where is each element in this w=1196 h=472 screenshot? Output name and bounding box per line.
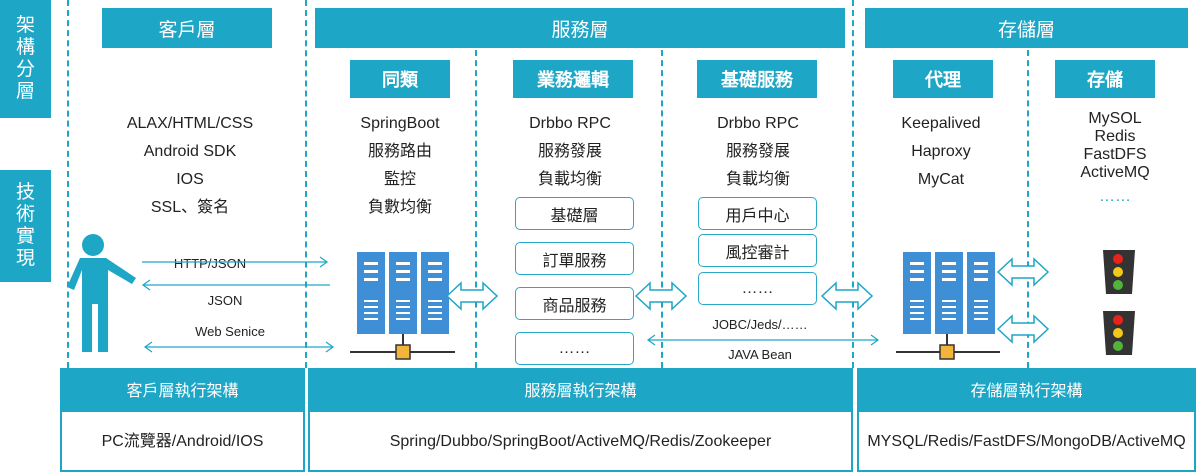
subheader-store: 存儲 <box>1055 60 1155 98</box>
header-service: 服務層 <box>315 8 845 48</box>
tech-item: SSL、簽名 <box>150 199 230 216</box>
traffic-light-icon <box>1103 311 1135 355</box>
footer-service-value: Spring/Dubbo/SpringBoot/ActiveMQ/Redis/Z… <box>308 410 853 472</box>
tech-item: 服務發展 <box>537 143 602 160</box>
tech-item: Android SDK <box>143 143 237 160</box>
tech-item: 負數均衡 <box>367 199 432 216</box>
base-tech-list: Drbbo RPC 服務發展 負載均衡 <box>678 110 838 194</box>
traffic-light-icon <box>1103 250 1135 294</box>
header-client: 客戶層 <box>102 8 272 48</box>
proxy-tech-list: Keepalived Haproxy MyCat <box>866 110 1016 194</box>
tech-item: 負載均衡 <box>537 171 602 188</box>
tech-item: ALAX/HTML/CSS <box>126 115 254 132</box>
tech-item: MyCat <box>917 171 965 188</box>
divider-line <box>305 0 307 368</box>
tech-item: 監控 <box>383 171 416 188</box>
footer-storage-value: MYSQL/Redis/FastDFS/MongoDB/ActiveMQ <box>857 410 1196 472</box>
flow-label-http-json: HTTP/JSON <box>173 256 247 271</box>
divider-line <box>475 50 477 368</box>
flow-label-web: Web Senice <box>195 324 265 339</box>
tech-item: Keepalived <box>901 115 981 132</box>
footer-client-title: 客戶層執行架構 <box>60 368 305 410</box>
store-tech-list: MySOL Redis FastDFS ActiveMQ …… <box>1040 110 1190 206</box>
flow-label-json: JSON <box>207 293 243 308</box>
client-tech-list: ALAX/HTML/CSS Android SDK IOS SSL、簽名 <box>90 110 290 222</box>
business-box: 基礎層 <box>515 197 634 230</box>
tech-item: IOS <box>176 171 204 188</box>
tech-item: 負載均衡 <box>725 171 790 188</box>
divider-line <box>67 0 69 368</box>
tech-item: 服務發展 <box>725 143 790 160</box>
client-arrows <box>141 256 335 353</box>
subheader-sync: 同類 <box>350 60 450 98</box>
jdbc-arrow <box>646 334 880 346</box>
base-box: 風控審計 <box>698 234 817 267</box>
flow-label-java-bean: JAVA Bean <box>728 347 792 362</box>
divider-line <box>661 50 663 368</box>
side-label-impl: 技術實現 <box>0 170 51 282</box>
flow-label-jdbc: JOBC/Jeds/…… <box>712 317 808 332</box>
tech-item: Drbbo RPC <box>717 115 799 132</box>
base-box: 用戶中心 <box>698 197 817 230</box>
double-arrow-icon <box>445 257 1050 344</box>
header-storage: 存儲層 <box>865 8 1188 48</box>
business-box: 訂單服務 <box>515 242 634 275</box>
tech-item: …… <box>1099 188 1131 205</box>
tech-item: ActiveMQ <box>1080 164 1150 181</box>
subheader-base: 基礎服務 <box>697 60 817 98</box>
tech-item: Redis <box>1094 128 1136 145</box>
tech-item: SpringBoot <box>360 115 440 132</box>
server-icon <box>350 252 455 360</box>
footer-storage-title: 存儲層執行架構 <box>857 368 1196 410</box>
tech-item: Drbbo RPC <box>529 115 611 132</box>
side-label-layer: 架構分層 <box>0 0 51 118</box>
tech-item: Haproxy <box>911 143 971 160</box>
tech-item: MySOL <box>1088 110 1142 127</box>
base-box: …… <box>698 272 817 305</box>
tech-item: 服務路由 <box>367 143 432 160</box>
footer-service-title: 服務層執行架構 <box>308 368 853 410</box>
subheader-proxy: 代理 <box>893 60 993 98</box>
tech-item: FastDFS <box>1083 146 1147 163</box>
server-icon <box>896 252 1000 360</box>
business-box: 商品服務 <box>515 287 634 320</box>
sync-tech-list: SpringBoot 服務路由 監控 負數均衡 <box>325 110 475 222</box>
footer-client-value: PC流覽器/Android/IOS <box>60 410 305 472</box>
divider-line <box>852 0 854 368</box>
subheader-business: 業務邏輯 <box>513 60 633 98</box>
divider-line <box>1027 50 1029 368</box>
person-icon <box>67 234 136 352</box>
business-box: …… <box>515 332 634 365</box>
business-tech-list: Drbbo RPC 服務發展 負載均衡 <box>490 110 650 194</box>
